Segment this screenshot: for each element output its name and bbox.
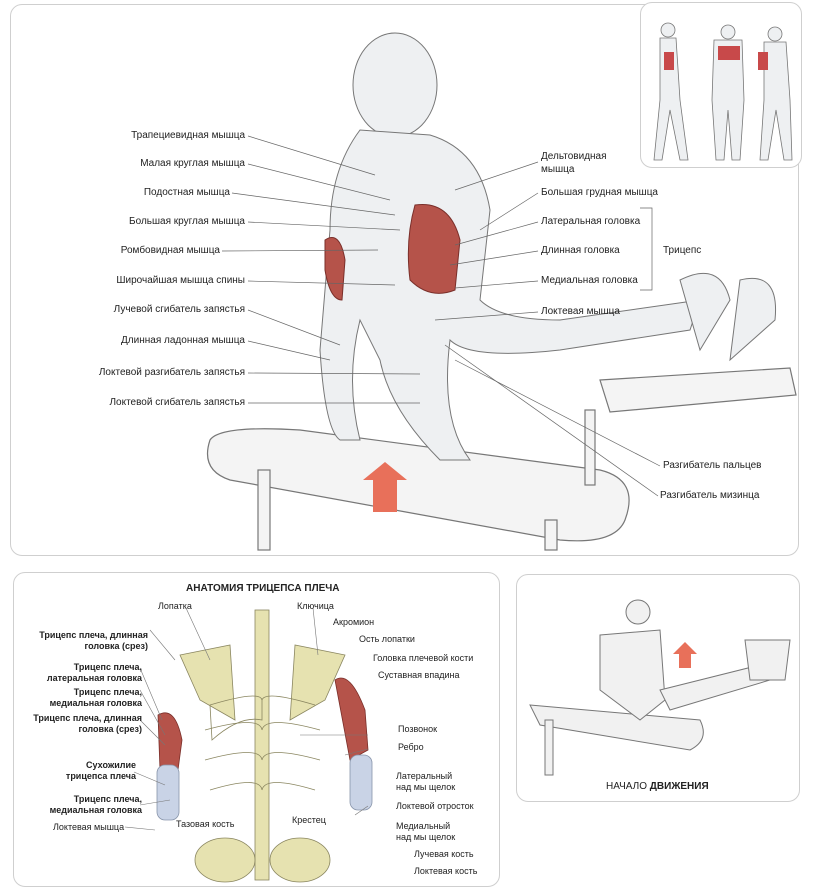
label-deltoid-2: мышца [541,164,575,175]
start-caption: НАЧАЛО ДВИЖЕНИЯ [606,781,709,792]
label-teres-minor: Малая круглая мышца [140,158,245,169]
label-flexor-carpi-ulnaris: Локтевой сгибатель запястья [109,397,245,408]
arm-muscles [157,677,369,771]
bench-drawing [206,367,797,551]
label-latissimus: Широчайшая мышца спины [116,275,245,286]
label-anconeus: Локтевая мышца [541,306,620,317]
anatomy-leader-lines [124,607,369,831]
skeleton-drawing [179,609,346,883]
label-medial-head: Медиальная головка [541,275,638,286]
label-triceps: Трицепс [663,245,702,256]
label-lateral-head-a: Трицепс плеча,латеральная головка [46,662,142,683]
label-flexor-carpi-radialis: Лучевой сгибатель запястья [113,304,245,315]
label-pectoralis: Большая грудная мышца [541,187,658,198]
triceps-highlight [324,203,461,301]
start-up-arrow [673,642,697,668]
muscle-map-highlights [664,46,768,70]
label-long-head: Длинная головка [541,245,620,256]
label-medial-head-b: Трицепс плеча,медиальная головка [49,794,142,815]
label-acromion: Акромион [333,617,375,627]
label-ulna: Локтевая кость [414,866,478,876]
up-arrow [363,462,407,512]
label-pelvis: Тазовая кость [176,819,235,829]
start-position-figure [529,599,791,776]
label-radius: Лучевая кость [414,849,474,859]
leader-lines [221,135,661,497]
label-rhomboid: Ромбовидная мышца [120,245,220,256]
label-sacrum: Крестец [292,815,326,825]
label-lateral-head: Латеральная головка [541,216,641,227]
label-anconeus-b: Локтевая мышца [53,822,125,832]
label-deltoid-1: Дельтовидная [541,151,607,162]
label-scapula: Лопатка [158,601,192,611]
label-extensor-carpi-ulnaris: Локтевой разгибатель запястья [98,367,245,378]
label-olecranon: Локтевой отросток [396,801,474,811]
label-infraspinatus: Подостная мышца [143,187,230,198]
label-trapezius: Трапециевидная мышца [131,130,245,141]
label-scapular-spine: Ость лопатки [359,634,415,644]
anatomy-title: АНАТОМИЯ ТРИЦЕПСА ПЛЕЧА [186,583,340,594]
label-clavicle: Ключица [297,601,334,611]
label-teres-major: Большая круглая мышца [129,216,245,227]
muscle-map-figures [653,22,793,161]
label-extensor-digiti-minimi: Разгибатель мизинца [660,490,760,501]
label-palmaris-longus: Длинная ладонная мышца [121,335,245,346]
label-humeral-head: Головка плечевой кости [373,653,474,663]
tendons [156,754,373,821]
label-medial-head-a: Трицепс плеча,медиальная головка [49,687,142,708]
label-vertebra: Позвонок [398,724,438,734]
label-glenoid: Суставная впадина [378,670,460,680]
label-rib: Ребро [398,742,424,752]
label-extensor-digitorum: Разгибатель пальцев [663,460,762,471]
